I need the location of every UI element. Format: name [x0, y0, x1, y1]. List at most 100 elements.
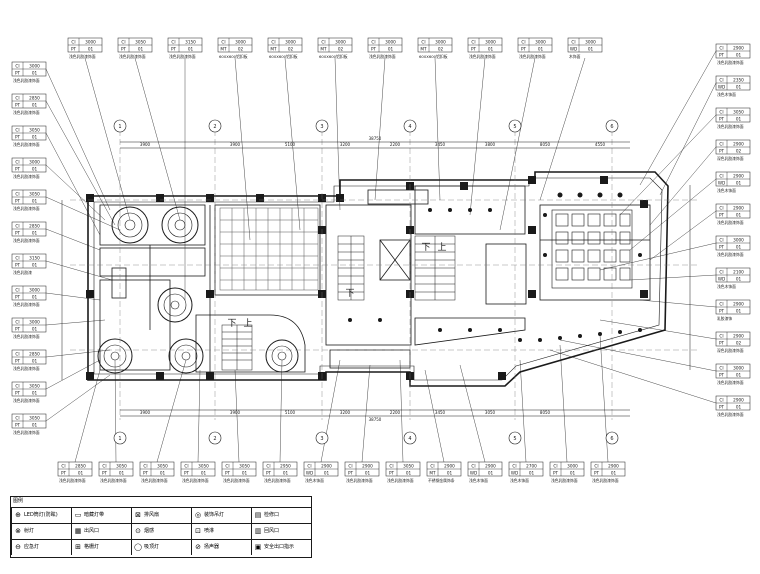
tag-height: 2900	[733, 206, 744, 211]
grid-ceiling-left	[219, 207, 319, 291]
legend-text: 回风口	[264, 528, 280, 534]
axis-bubble	[605, 431, 619, 445]
tag-description: 浅色木饰面	[717, 92, 736, 97]
tag-height: 3000	[29, 160, 40, 165]
tag-material: PT	[266, 471, 272, 476]
tag-number: 01	[201, 471, 207, 476]
tag-height: 3000	[85, 40, 96, 45]
tag-number: 01	[138, 47, 144, 52]
tag-description: 浅色乳胶漆饰面	[717, 60, 744, 65]
legend-text: 格栅灯	[84, 544, 100, 550]
tag-number: 02	[338, 47, 344, 52]
tag-number: 01	[32, 263, 38, 268]
tag-code: CI	[184, 464, 188, 469]
tag-code: CI	[348, 464, 352, 469]
dimension-text: 3900	[230, 142, 241, 147]
tag-leader	[114, 359, 117, 463]
tag-height: 3050	[29, 384, 40, 389]
legend-item: ⊙烟感	[131, 524, 191, 539]
tag-height: 2900	[733, 302, 744, 307]
legend-item: ⊘扬声器	[191, 540, 251, 555]
tag-number: 01	[736, 245, 742, 250]
axis-label: 5	[513, 436, 516, 442]
tag-number: 01	[447, 471, 453, 476]
tag-material: PT	[184, 471, 190, 476]
tag-description: 600X600铝扣板	[219, 54, 248, 59]
legend-text: 检修口	[264, 512, 280, 518]
tag-number: 01	[736, 117, 742, 122]
tag-number: 02	[238, 47, 244, 52]
tag-description: 浅色乳胶漆饰面	[182, 478, 209, 483]
tag-description: 浅色乳胶漆饰面	[69, 54, 96, 59]
tag-number: 01	[32, 167, 38, 172]
tag-code: CI	[719, 174, 723, 179]
tag-code: CI	[15, 320, 19, 325]
tag-height: 3000	[29, 64, 40, 69]
tag-material: WD	[511, 471, 518, 476]
tag-description: 600X600铝扣板	[319, 54, 348, 59]
right-block	[414, 185, 651, 346]
tag-height: 3000	[585, 40, 596, 45]
tag-number: 01	[32, 199, 38, 204]
tag-height: 3050	[733, 110, 744, 115]
legend-symbol: ▦	[74, 527, 82, 535]
tag-leader	[659, 82, 717, 196]
legend-text: 安全出口指示	[264, 544, 295, 550]
tag-height: 3000	[567, 464, 578, 469]
tag-description: 浅色乳胶漆饰面	[223, 478, 250, 483]
tag-description: 浅色乳胶漆饰面	[13, 334, 40, 339]
dimension-text: 2200	[390, 142, 401, 147]
stair-direction-label: 下	[345, 289, 354, 299]
tag-material: PT	[225, 471, 231, 476]
tag-number: 01	[32, 359, 38, 364]
tag-height: 3150	[185, 40, 196, 45]
tag-height: 2950	[280, 464, 291, 469]
tag-description: 浅色乳胶漆饰面	[13, 78, 40, 83]
stair-direction-label: 上	[437, 242, 446, 253]
tag-description: 浅色乳胶漆饰面	[717, 220, 744, 225]
tag-code: CI	[15, 224, 19, 229]
tag-height: 2900	[733, 398, 744, 403]
tag-material: PT	[15, 327, 21, 332]
tag-height: 2850	[29, 224, 40, 229]
tag-description: 浅色乳胶漆饰面	[519, 54, 546, 59]
axis-bubble	[508, 119, 522, 133]
tag-leader	[45, 349, 111, 358]
axis-bubble	[315, 431, 329, 445]
legend-row: ⊕LED筒灯(防眩)▭暗藏灯带⊠排风扇◎装饰吊灯▤检修口	[11, 507, 311, 523]
tag-height: 2850	[29, 352, 40, 357]
tag-code: CI	[171, 40, 175, 45]
tag-leader	[156, 359, 187, 463]
tag-code: CI	[719, 142, 723, 147]
tag-number: 01	[32, 103, 38, 108]
tag-material: PT	[15, 199, 21, 204]
tag-description: 浅色乳胶漆饰面	[100, 478, 127, 483]
tag-code: CI	[719, 46, 723, 51]
tag-number: 01	[324, 471, 330, 476]
tag-height: 2900	[362, 464, 373, 469]
dimension-text: 3800	[485, 142, 496, 147]
tag-leader	[234, 369, 240, 463]
tag-height: 2900	[485, 464, 496, 469]
tag-height: 2900	[733, 46, 744, 51]
tag-code: CI	[15, 352, 19, 357]
tag-material: MT	[270, 47, 277, 52]
tag-height: 3050	[135, 40, 146, 45]
grid-axes-lines	[70, 130, 700, 420]
tag-height: 3000	[29, 320, 40, 325]
tag-number: 01	[32, 423, 38, 428]
tag-material: PT	[719, 213, 725, 218]
round-ceilings	[97, 206, 299, 374]
tag-material: MT	[429, 471, 436, 476]
tag-description: 浅色乳胶漆饰面	[369, 54, 396, 59]
